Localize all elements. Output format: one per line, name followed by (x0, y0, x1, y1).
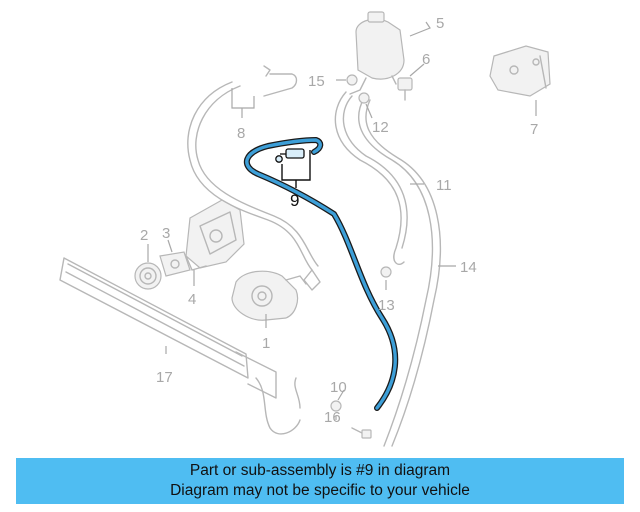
pulley-part-2 (134, 262, 162, 290)
callout-17: 17 (156, 369, 173, 386)
mount-bracket-part-7 (489, 45, 551, 97)
callout-11: 11 (436, 177, 452, 194)
bracket-part-4 (185, 199, 245, 271)
hose-part-14 (358, 97, 442, 447)
callout-7: 7 (530, 121, 538, 138)
callout-6: 6 (422, 51, 430, 68)
bolt-part-16 (351, 427, 372, 439)
fitting-part-15 (346, 74, 358, 86)
hose-part-9-highlight[interactable] (243, 137, 399, 411)
callout-3: 3 (162, 225, 170, 242)
hose-part-11 (334, 91, 408, 265)
hose-part-8 (187, 65, 321, 291)
gasket-part-3 (159, 251, 191, 277)
sensor-part-6 (397, 77, 413, 101)
leader-lines (147, 21, 537, 420)
fitting-part-12 (358, 92, 370, 104)
callout-15: 15 (308, 73, 325, 90)
callout-2: 2 (140, 227, 148, 244)
banner-line-1: Part or sub-assembly is #9 in diagram (189, 462, 451, 479)
diagram-notice-banner: Part or sub-assembly is #9 in diagram Di… (16, 458, 624, 504)
callout-12: 12 (372, 119, 389, 136)
clip-part-10 (330, 400, 342, 412)
callout-1: 1 (262, 335, 270, 352)
callout-5: 5 (436, 15, 444, 32)
banner-line-2: Diagram may not be specific to your vehi… (170, 482, 470, 499)
callout-13: 13 (378, 297, 395, 314)
reservoir-part-5 (349, 11, 405, 95)
pump-part-1 (231, 270, 307, 321)
callout-9: 9 (290, 191, 299, 210)
callout-8: 8 (237, 125, 245, 142)
cap-part-13 (380, 266, 392, 278)
callout-14: 14 (460, 259, 477, 276)
callout-4: 4 (188, 291, 196, 308)
callout-16: 16 (324, 409, 341, 426)
parts-diagram: 1 2 3 4 5 6 7 8 9 10 11 12 13 14 15 16 1… (59, 11, 551, 447)
cooler-part-17 (59, 257, 301, 435)
callout-10: 10 (330, 379, 347, 396)
